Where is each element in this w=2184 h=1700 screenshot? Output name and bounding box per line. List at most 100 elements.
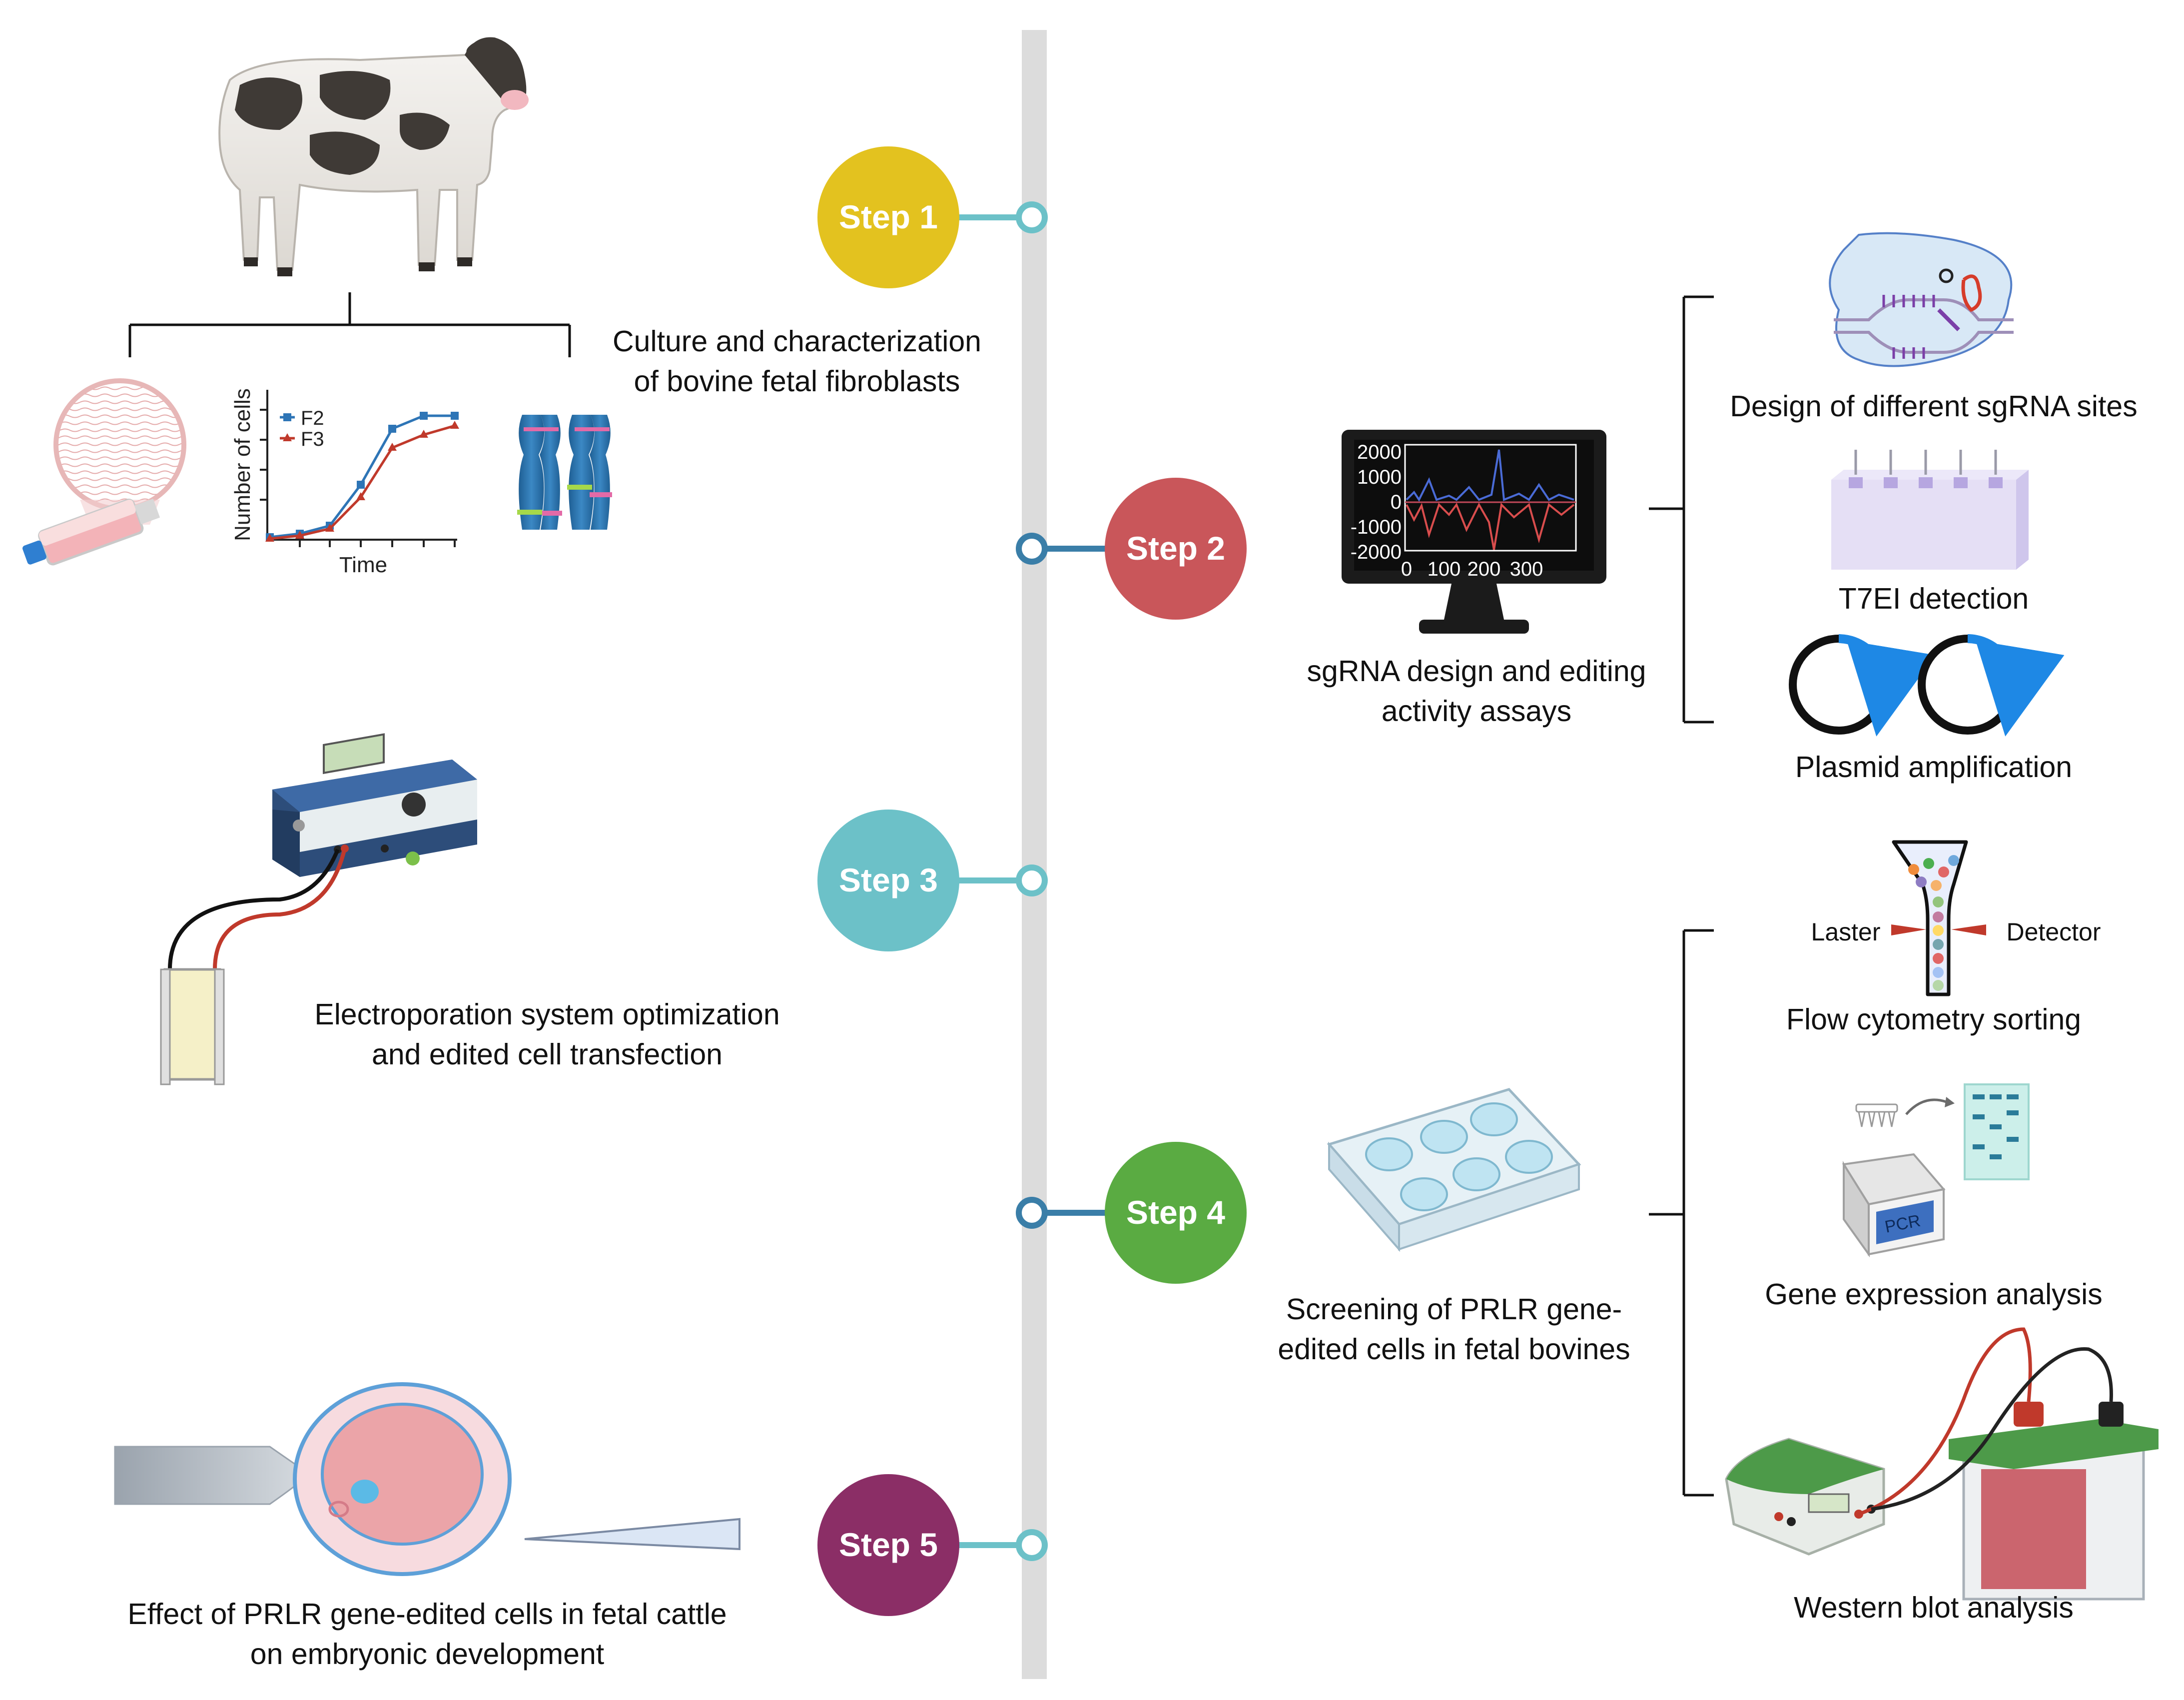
- electroporator-device: [272, 733, 477, 877]
- computer-monitor: 2000 1000 0 -1000 -2000 0 100 200 300: [1342, 430, 1606, 634]
- step-4-label: Step 4: [1126, 1194, 1225, 1231]
- step-2-label: Step 2: [1126, 530, 1225, 567]
- monitor-x-ticks: 0 100 200 300: [1401, 558, 1543, 580]
- step-5-caption: Effect of PRLR gene-edited cells in feta…: [60, 1594, 794, 1674]
- step-1-caption-line-2: of bovine fetal fibroblasts: [634, 365, 960, 398]
- step-3-node-ring: [1016, 864, 1048, 896]
- monitor-tick-neg2000: -2000: [1351, 541, 1402, 563]
- flow-detector-label: Detector: [2007, 918, 2101, 946]
- step-2-caption: sgRNA design and editing activity assays: [1264, 651, 1689, 731]
- oocyte: [321, 1403, 484, 1546]
- monitor-tick-0: 0: [1391, 491, 1402, 513]
- growth-series-f2-markers: [266, 412, 459, 541]
- cow-illustration: [218, 37, 529, 276]
- branch-flow-cytometry: Flow cytometry sorting: [1786, 1003, 2082, 1036]
- step-1-node-ring: [1016, 201, 1048, 233]
- plasmid-arrow-2: [1967, 634, 2065, 737]
- western-blot-leads: [1858, 1327, 2113, 1516]
- growth-chart-legend: F2 F3: [280, 407, 324, 450]
- monitor-xtick-200: 200: [1467, 558, 1501, 580]
- step-4-caption-line-1: Screening of PRLR gene-: [1286, 1293, 1622, 1326]
- six-well-plate: [1327, 1088, 1581, 1252]
- sgrna-cas9-icon: [1829, 232, 2014, 367]
- step-3-caption-line-2: and edited cell transfection: [372, 1038, 723, 1071]
- step-3-caption-line-1: Electroporation system optimization: [314, 998, 780, 1031]
- step-4-bracket: [1649, 929, 1714, 1497]
- step-1-caption-line-1: Culture and characterization: [613, 325, 981, 358]
- branch-western-blot: Western blot analysis: [1794, 1591, 2074, 1624]
- step-2-caption-line-1: sgRNA design and editing: [1307, 655, 1646, 688]
- pcr-machine: PCR: [1842, 1153, 1946, 1258]
- growth-chart: F2 F3 Number of cells Time: [230, 388, 459, 577]
- timeline-bar: [1022, 30, 1047, 1679]
- branch-t7ei-detection: T7EI detection: [1838, 582, 2029, 615]
- step-4-node-ring: [1016, 1197, 1048, 1229]
- branch-gene-expression: Gene expression analysis: [1765, 1278, 2103, 1311]
- fibroblast-magnifier: [53, 378, 186, 511]
- step-2-node-ring: [1016, 533, 1048, 565]
- step-4-badge: [1105, 1142, 1247, 1284]
- growth-chart-y-ticks: [260, 409, 267, 501]
- nucleus: [351, 1480, 379, 1504]
- monitor-tick-2000: 2000: [1357, 441, 1402, 463]
- step-5-badge: [817, 1474, 959, 1616]
- step-4-caption: Screening of PRLR gene- edited cells in …: [1234, 1289, 1674, 1369]
- monitor-y-ticks: 2000 1000 0 -1000 -2000: [1351, 441, 1402, 563]
- western-blot-tank: [1949, 1402, 2159, 1601]
- growth-chart-ylabel: Number of cells: [230, 388, 255, 541]
- embryo-injection: [114, 1382, 740, 1576]
- plasmid-arrow-1: [1838, 634, 1936, 737]
- step-3-node: Step 3: [817, 810, 1048, 951]
- polar-body: [328, 1501, 349, 1518]
- step-1-caption: Culture and characterization of bovine f…: [565, 321, 1029, 401]
- electroporation-leads: [168, 848, 347, 970]
- step-3-caption: Electroporation system optimization and …: [265, 994, 829, 1074]
- branch-sgrna-design: Design of different sgRNA sites: [1730, 390, 2138, 423]
- monitor-xtick-100: 100: [1428, 558, 1461, 580]
- legend-f3: F3: [301, 428, 324, 450]
- step-1-node: Step 1: [817, 146, 1048, 288]
- step-5-node-ring: [1016, 1529, 1048, 1561]
- injection-needle: [524, 1518, 740, 1551]
- monitor-tick-neg1000: -1000: [1351, 516, 1402, 538]
- step-5-caption-line-2: on embryonic development: [250, 1638, 605, 1671]
- plasmid-icons: [1789, 634, 2065, 737]
- monitor-tick-1000: 1000: [1357, 466, 1402, 488]
- step-5-label: Step 5: [839, 1526, 938, 1563]
- step-1-badge: [817, 146, 959, 288]
- step-4-node: Step 4: [1016, 1142, 1247, 1284]
- step-2-node: Step 2: [1016, 478, 1247, 620]
- step-2-badge: [1105, 478, 1247, 620]
- growth-chart-xlabel: Time: [339, 553, 387, 577]
- power-supply: [1725, 1438, 1885, 1556]
- monitor-screen: [1354, 440, 1594, 571]
- step-4-caption-line-2: edited cells in fetal bovines: [1278, 1333, 1630, 1366]
- timeline: [1022, 30, 1047, 1679]
- growth-series-f3-markers: [265, 421, 459, 542]
- step-1-bracket: [128, 292, 571, 357]
- monitor-xtick-300: 300: [1510, 558, 1543, 580]
- step-2-bracket: [1649, 295, 1714, 724]
- branch-plasmid-amplification: Plasmid amplification: [1795, 751, 2073, 784]
- step-3-badge: [817, 810, 959, 951]
- pcr-arrow: [1905, 1098, 1947, 1115]
- growth-chart-x-ticks: [299, 540, 456, 547]
- legend-f2: F2: [301, 407, 324, 429]
- flow-laser-label: Laster: [1811, 918, 1881, 946]
- step-5-caption-line-1: Effect of PRLR gene-edited cells in feta…: [127, 1598, 727, 1631]
- pcr-tubes: [1855, 1103, 1898, 1127]
- chromosome-pair-icon: [517, 415, 612, 530]
- electroporation-cuvette: [160, 968, 225, 1085]
- monitor-xtick-0: 0: [1401, 558, 1412, 580]
- holding-pipette: [114, 1446, 311, 1505]
- gel-electrophoresis-result: [1964, 1083, 2030, 1180]
- step-2-caption-line-2: activity assays: [1381, 695, 1572, 728]
- step-5-node: Step 5: [817, 1474, 1048, 1616]
- t7ei-gel-icon: [1831, 450, 2029, 570]
- step-3-label: Step 3: [839, 861, 938, 898]
- culture-flask: [22, 378, 186, 566]
- step-1-label: Step 1: [839, 198, 938, 235]
- flow-cytometry-funnel: [1891, 840, 1986, 996]
